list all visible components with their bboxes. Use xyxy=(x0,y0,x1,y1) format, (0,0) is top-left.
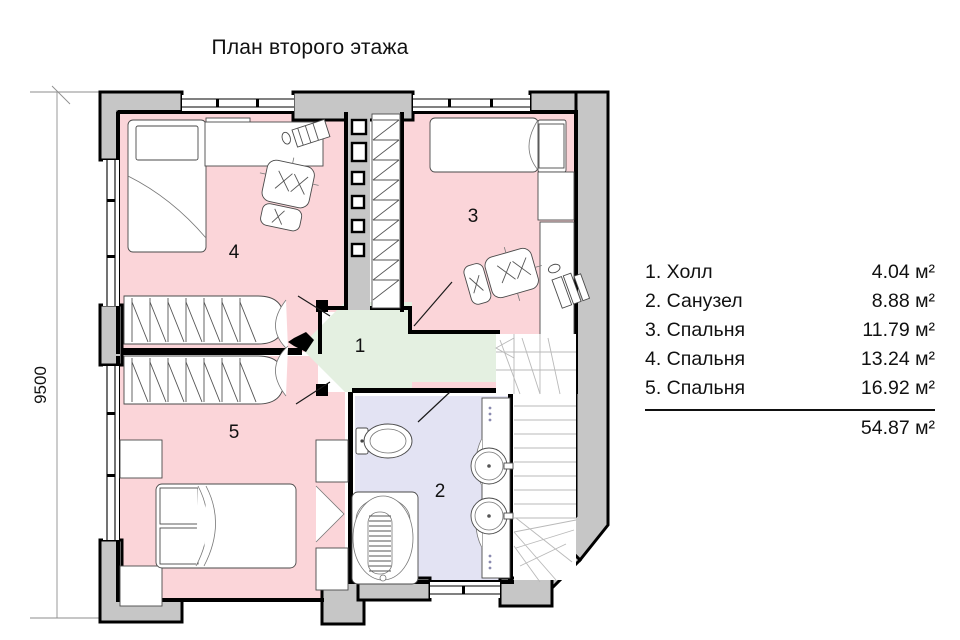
legend-item-label: 3. Спальня xyxy=(645,319,746,341)
room-label-4: 4 xyxy=(229,242,240,263)
bathtub-fixture xyxy=(351,491,419,585)
legend-item-area: 4.04 м² xyxy=(871,261,935,283)
room-label-5: 5 xyxy=(229,422,240,443)
legend-total-row: 54.87 м² xyxy=(645,415,935,442)
furniture-bedroom-4 xyxy=(123,117,331,345)
legend-row: 3. Спальня 11.79 м² xyxy=(645,316,935,345)
legend-row: 4. Спальня 13.24 м² xyxy=(645,345,935,374)
toilet-fixture xyxy=(355,423,413,459)
legend-item-area: 8.88 м² xyxy=(871,290,935,312)
dimension-label-left: 9500 xyxy=(31,366,50,404)
furniture-bedroom-5 xyxy=(119,348,349,607)
legend-item-area: 13.24 м² xyxy=(860,348,935,370)
room-fill-bedroom-3 xyxy=(404,112,576,392)
page-title: План второго этажа xyxy=(211,36,409,59)
legend-item-label: 5. Спальня xyxy=(645,377,746,399)
legend-row: 2. Санузел 8.88 м² xyxy=(645,287,935,316)
legend-divider xyxy=(645,409,935,411)
legend-item-label: 1. Холл xyxy=(645,261,713,283)
built-in-niches xyxy=(348,112,370,310)
legend-item-label: 2. Санузел xyxy=(645,290,743,312)
sink-fixture-2 xyxy=(470,497,514,535)
room-legend: 1. Холл 4.04 м² 2. Санузел 8.88 м² 3. Сп… xyxy=(645,258,935,442)
legend-row: 1. Холл 4.04 м² xyxy=(645,258,935,287)
doors xyxy=(275,281,453,423)
wardrobe-center xyxy=(371,113,401,309)
furniture-bedroom-3 xyxy=(429,117,591,375)
room-label-3: 3 xyxy=(468,206,479,227)
legend-item-label: 4. Спальня xyxy=(645,348,746,370)
room-label-1: 1 xyxy=(355,336,366,357)
windows xyxy=(103,95,563,598)
staircase xyxy=(495,334,577,583)
floorplan-drawing: 4 3 1 5 2 9500 xyxy=(30,85,610,626)
room-fill-hall xyxy=(300,302,496,392)
legend-row: 5. Спальня 16.92 м² xyxy=(645,374,935,403)
furniture-bathroom xyxy=(351,397,514,585)
legend-total-area: 54.87 м² xyxy=(860,417,935,439)
room-label-2: 2 xyxy=(435,481,446,502)
legend-item-area: 11.79 м² xyxy=(862,319,935,341)
legend-item-area: 16.92 м² xyxy=(860,377,935,399)
sink-fixture-1 xyxy=(470,447,514,485)
